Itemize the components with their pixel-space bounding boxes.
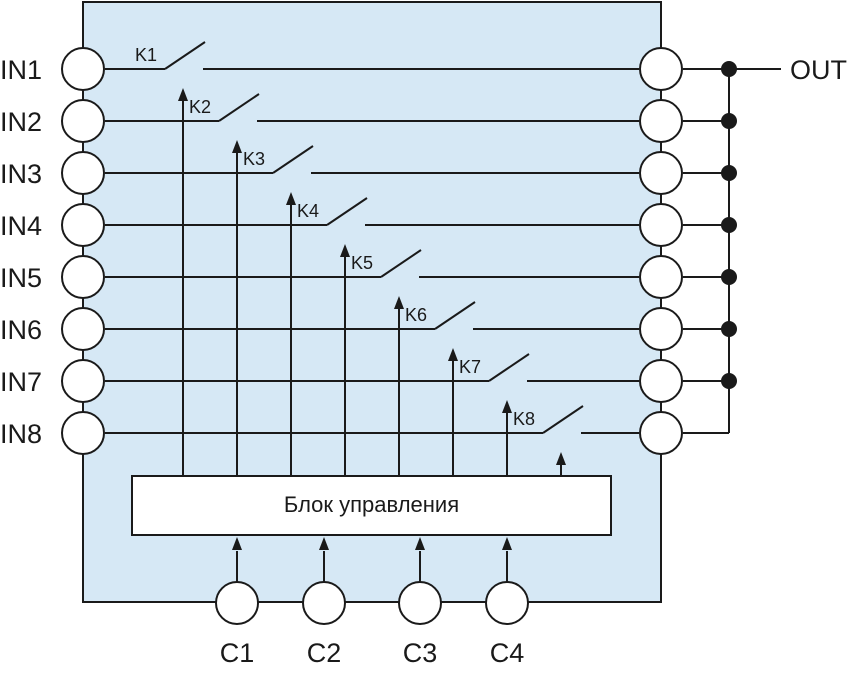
c-input-arrow-1 [232, 537, 242, 550]
switch-blade-k5 [380, 249, 422, 278]
input-label-in5: IN5 [0, 263, 42, 293]
output-pin-2 [639, 99, 683, 143]
input-pin-6 [61, 307, 105, 351]
output-pin-1 [639, 47, 683, 91]
control-pin-c3 [398, 581, 442, 625]
input-label-in2: IN2 [0, 107, 42, 137]
output-pin-5 [639, 255, 683, 299]
input-pin-8 [61, 411, 105, 455]
switch-label-k5: K5 [351, 253, 373, 273]
control-pin-c2 [302, 581, 346, 625]
control-label-c4: C4 [490, 638, 525, 668]
c-input-arrow-4 [502, 537, 512, 550]
switch-blade-k2 [218, 93, 260, 122]
control-arrow-k2 [232, 140, 242, 153]
control-arrow-k5 [394, 296, 404, 309]
input-pin-4 [61, 203, 105, 247]
input-label-in8: IN8 [0, 419, 42, 449]
wires [105, 41, 781, 582]
switch-label-k1: K1 [135, 45, 157, 65]
switch-label-k6: K6 [405, 305, 427, 325]
control-arrow-k4 [340, 244, 350, 257]
switch-labels: K1 K2 K3 K4 K5 K6 K7 K8 [135, 45, 535, 429]
input-pin-3 [61, 151, 105, 195]
input-label-in4: IN4 [0, 211, 42, 241]
c-input-arrow-2 [319, 537, 329, 550]
switch-label-k2: K2 [189, 97, 211, 117]
input-label-in7: IN7 [0, 367, 42, 397]
switch-label-k3: K3 [243, 149, 265, 169]
input-labels: IN1 IN2 IN3 IN4 IN5 IN6 IN7 IN8 [0, 55, 42, 449]
control-arrow-k8 [556, 452, 566, 465]
input-pin-2 [61, 99, 105, 143]
switch-blade-k3 [272, 145, 314, 174]
control-label-c2: C2 [307, 638, 342, 668]
control-pin-c1 [215, 581, 259, 625]
pins [61, 47, 683, 625]
input-pin-5 [61, 255, 105, 299]
input-pin-1 [61, 47, 105, 91]
output-pin-6 [639, 307, 683, 351]
control-arrow-k3 [286, 192, 296, 205]
switch-blade-k8 [542, 405, 584, 434]
control-label-c1: C1 [220, 638, 255, 668]
control-block [131, 475, 612, 536]
switch-label-k8: K8 [513, 409, 535, 429]
output-pin-4 [639, 203, 683, 247]
control-input-labels: C1 C2 C3 C4 [220, 638, 525, 668]
switch-blade-k1 [164, 41, 206, 70]
switch-blade-k7 [488, 353, 530, 382]
control-arrow-k1 [178, 88, 188, 101]
c-input-arrow-3 [415, 537, 425, 550]
input-label-in6: IN6 [0, 315, 42, 345]
switch-label-k4: K4 [297, 201, 319, 221]
control-block-label: Блок управления [284, 492, 459, 517]
switch-blade-k6 [434, 301, 476, 330]
control-label-c3: C3 [403, 638, 438, 668]
switch-blade-k4 [326, 197, 368, 226]
output-pin-3 [639, 151, 683, 195]
control-arrow-k7 [502, 400, 512, 413]
output-pin-7 [639, 359, 683, 403]
input-label-in1: IN1 [0, 55, 42, 85]
input-label-in3: IN3 [0, 159, 42, 189]
input-pin-7 [61, 359, 105, 403]
control-arrow-k6 [448, 348, 458, 361]
control-pin-c4 [485, 581, 529, 625]
output-pin-8 [639, 411, 683, 455]
output-label: OUT [790, 55, 847, 85]
switch-label-k7: K7 [459, 357, 481, 377]
